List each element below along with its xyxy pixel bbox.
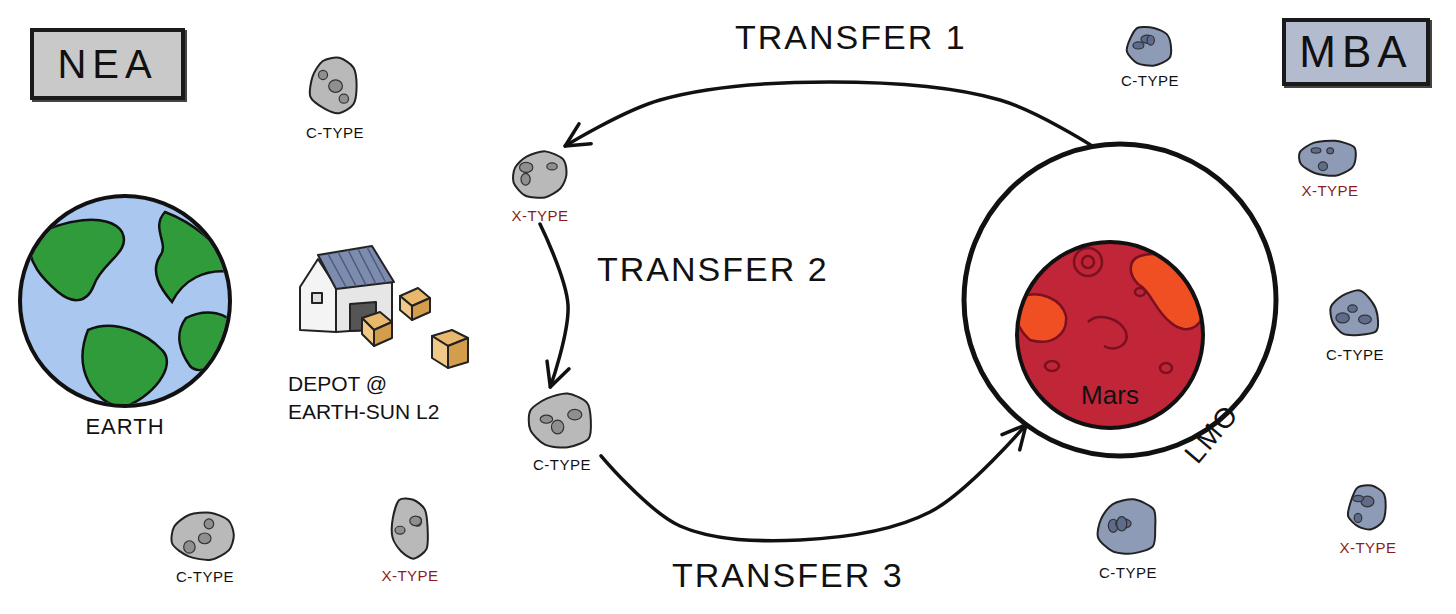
crater xyxy=(204,519,213,529)
asteroid-type: X-TYPE xyxy=(1301,182,1358,199)
asteroid-type: C-TYPE xyxy=(306,124,364,141)
asteroid: C-TYPE xyxy=(305,51,365,141)
crater xyxy=(1359,315,1372,324)
planet-mars: Mars xyxy=(1017,242,1203,428)
asteroid-outline xyxy=(1098,499,1156,553)
asteroid-shape xyxy=(1295,137,1365,179)
crater xyxy=(318,70,327,79)
transfer-label: TRANSFER 1 xyxy=(735,20,967,56)
node-label: Mars xyxy=(1017,382,1203,408)
asteroid-shape xyxy=(523,387,601,453)
transfer-label: TRANSFER 3 xyxy=(672,558,904,594)
region-title: NEA xyxy=(57,44,157,84)
node-label: DEPOT @ EARTH-SUN L2 xyxy=(288,370,453,427)
crater xyxy=(520,162,533,172)
asteroid-type: X-TYPE xyxy=(1339,539,1396,556)
crater xyxy=(395,526,405,534)
earth-drawing xyxy=(20,196,234,408)
crater xyxy=(1336,313,1349,323)
crater xyxy=(1311,148,1321,153)
asteroid-type: X-TYPE xyxy=(381,567,438,584)
asteroid-outline xyxy=(1127,27,1171,66)
crater xyxy=(1318,162,1327,171)
asteroid-outline xyxy=(310,58,357,114)
asteroid: X-TYPE xyxy=(1339,480,1396,556)
asteroid-type: X-TYPE xyxy=(511,207,568,224)
crater xyxy=(184,541,195,553)
transfer-label: TRANSFER 2 xyxy=(597,252,829,288)
asteroid: C-TYPE xyxy=(1324,287,1386,363)
transfer-arrow xyxy=(540,224,568,387)
asteroid-type: C-TYPE xyxy=(1326,346,1384,363)
depot-drawing xyxy=(300,246,468,368)
asteroid-shape xyxy=(1324,287,1386,343)
asteroid-outline xyxy=(1348,485,1386,529)
crater xyxy=(329,80,343,92)
crater xyxy=(198,533,211,544)
node-label: EARTH xyxy=(18,414,232,440)
asteroid-shape xyxy=(1091,495,1165,561)
crater xyxy=(1353,495,1364,501)
asteroid: X-TYPE xyxy=(381,492,438,584)
region-box: NEA xyxy=(30,28,185,100)
crater xyxy=(568,409,582,420)
asteroid: X-TYPE xyxy=(1295,137,1365,199)
node-label: LMO xyxy=(1180,399,1244,468)
orbit-ring: LMOMars xyxy=(964,144,1276,456)
transfer-arrow xyxy=(565,82,1093,146)
asteroid-shape xyxy=(504,146,576,204)
asteroid-type: C-TYPE xyxy=(1121,72,1179,89)
crater xyxy=(339,94,348,103)
asteroid-outline xyxy=(1330,290,1378,335)
asteroid-shape xyxy=(1121,21,1179,69)
asteroid-type: C-TYPE xyxy=(176,568,234,585)
crater xyxy=(551,420,563,434)
asteroid-shape xyxy=(305,51,365,121)
crater xyxy=(1327,148,1334,154)
asteroid-shape xyxy=(1343,480,1393,536)
crater xyxy=(1354,513,1362,522)
asteroid-outline xyxy=(171,512,233,559)
asteroid-outline xyxy=(392,498,428,558)
transfer-arrow xyxy=(601,425,1026,541)
asteroid-type: C-TYPE xyxy=(1099,564,1157,581)
depot: DEPOT @ EARTH-SUN L2 xyxy=(288,242,488,427)
asteroid: C-TYPE xyxy=(523,387,601,473)
asteroid: C-TYPE xyxy=(1091,495,1165,581)
crater xyxy=(1133,42,1144,49)
asteroid: C-TYPE xyxy=(166,505,244,585)
asteroid-outline xyxy=(1299,141,1356,176)
asteroid: C-TYPE xyxy=(1121,21,1179,89)
crater xyxy=(1147,35,1154,45)
asteroid-shape xyxy=(166,505,244,565)
asteroid-type: C-TYPE xyxy=(533,456,591,473)
crater xyxy=(547,163,557,170)
crater xyxy=(521,173,530,185)
region-title: MBA xyxy=(1299,30,1412,74)
crater xyxy=(540,415,552,423)
asteroid-shape xyxy=(385,492,435,564)
asteroid-outline xyxy=(513,151,567,197)
crater xyxy=(1117,517,1127,531)
crater xyxy=(1348,305,1357,312)
asteroid: X-TYPE xyxy=(504,146,576,224)
region-box: MBA xyxy=(1282,18,1430,86)
planet-earth: EARTH xyxy=(18,196,232,440)
asteroid-outline xyxy=(529,393,591,447)
crater xyxy=(410,516,421,526)
